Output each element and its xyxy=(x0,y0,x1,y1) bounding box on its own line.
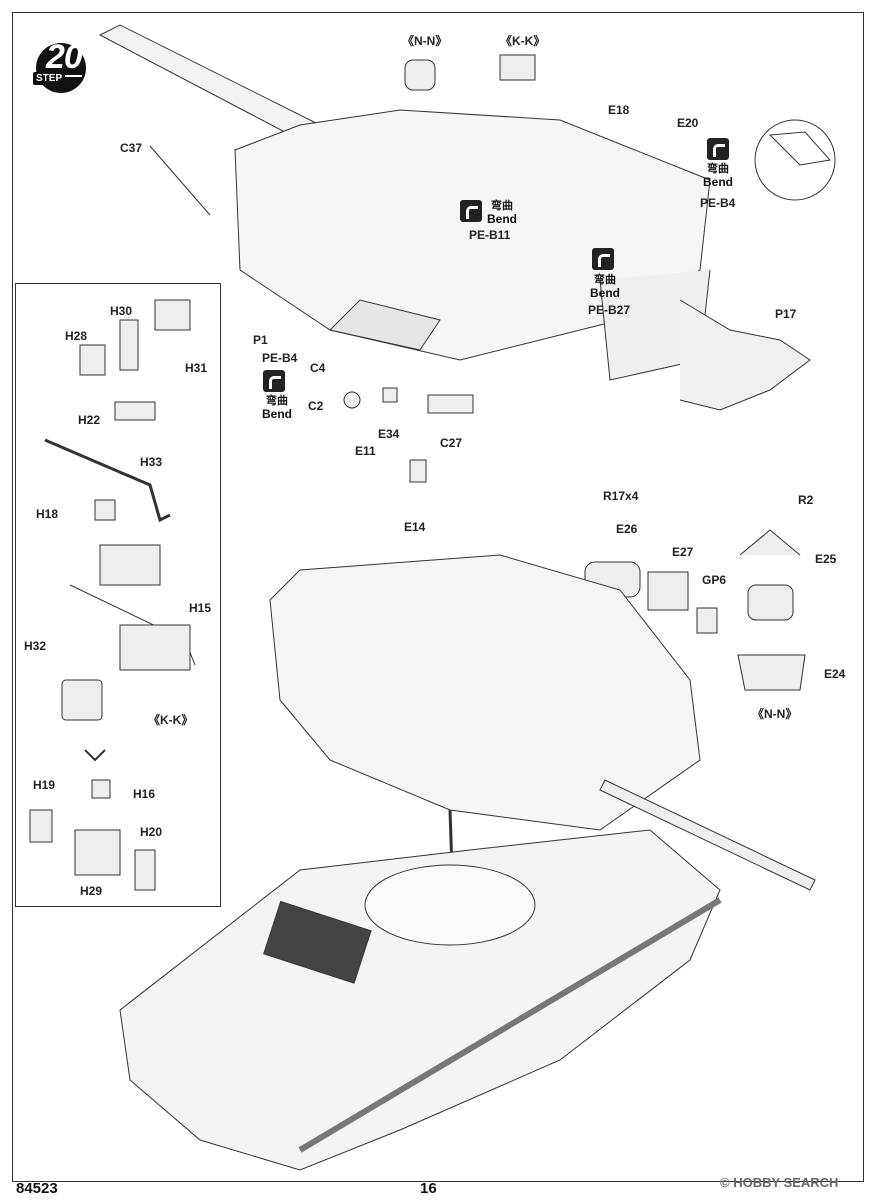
bend-cn: 弯曲 xyxy=(491,200,513,212)
step-word: STEP xyxy=(33,72,66,85)
part-label-c27: C27 xyxy=(440,436,463,450)
part-label-h20: H20 xyxy=(140,825,163,839)
part-label-e27: E27 xyxy=(672,545,694,559)
part-label-e24: E24 xyxy=(824,667,846,681)
bend-en: Bend xyxy=(703,174,733,189)
part-label-r17x4: R17x4 xyxy=(603,489,639,503)
bend-icon xyxy=(460,200,482,222)
part-label-h22: H22 xyxy=(78,413,101,427)
part-label-h28: H28 xyxy=(65,329,88,343)
part-label-pe-b4-top: PE-B4 xyxy=(700,196,736,210)
bend-icon xyxy=(263,370,285,392)
part-label-c37: C37 xyxy=(120,141,143,155)
part-label-e26: E26 xyxy=(616,522,638,536)
part-label-r2: R2 xyxy=(798,493,814,507)
bend-en: Bend xyxy=(262,406,292,421)
watermark: © HOBBY SEARCH xyxy=(720,1175,839,1190)
bend-text-3: 弯曲 Bend xyxy=(590,274,620,300)
bend-text-2: 弯曲 Bend xyxy=(487,200,517,226)
part-label-c4: C4 xyxy=(310,361,326,375)
bend-text-4: 弯曲 Bend xyxy=(262,395,292,421)
section-label-nn: 《N-N》 xyxy=(402,34,448,48)
page-number: 16 xyxy=(420,1180,437,1197)
part-label-gp6: GP6 xyxy=(702,573,727,587)
part-label-h33: H33 xyxy=(140,455,163,469)
part-label-h31: H31 xyxy=(185,361,208,375)
part-label-e11: E11 xyxy=(355,444,376,458)
kit-code: 84523 xyxy=(16,1180,58,1197)
part-label-h19: H19 xyxy=(33,778,56,792)
part-label-pe-b4-left: PE-B4 xyxy=(262,351,298,365)
bend-en: Bend xyxy=(487,211,517,226)
bend-cn: 弯曲 xyxy=(594,274,616,286)
part-label-pe-b11: PE-B11 xyxy=(469,228,511,242)
part-label-e25: E25 xyxy=(815,552,837,566)
section-label-nn-bottom: 《N-N》 xyxy=(752,707,798,721)
section-label-kk: 《K-K》 xyxy=(500,34,546,48)
part-label-e18: E18 xyxy=(608,103,630,117)
part-label-h29: H29 xyxy=(80,884,103,898)
bend-icon xyxy=(707,138,729,160)
kk-inset-panel xyxy=(15,283,221,907)
turret-assembled-view xyxy=(269,554,816,897)
bend-en: Bend xyxy=(590,285,620,300)
part-label-h15: H15 xyxy=(189,601,212,615)
part-label-p1: P1 xyxy=(253,333,268,347)
part-label-e14: E14 xyxy=(404,520,426,534)
part-label-h30: H30 xyxy=(110,304,133,318)
part-label-h16: H16 xyxy=(133,787,156,801)
part-label-p17: P17 xyxy=(775,307,797,321)
bend-cn: 弯曲 xyxy=(266,395,288,407)
part-label-h18: H18 xyxy=(36,507,59,521)
turret-exploded-view xyxy=(98,24,836,691)
hull-view xyxy=(119,829,722,1171)
bend-text-1: 弯曲 Bend xyxy=(703,163,733,189)
bend-cn: 弯曲 xyxy=(707,163,729,175)
part-label-e20: E20 xyxy=(677,116,699,130)
kk-inset-drawings xyxy=(29,299,196,891)
part-label-c2: C2 xyxy=(308,399,324,413)
section-label-kk-inset: 《K-K》 xyxy=(148,713,194,727)
part-label-h32: H32 xyxy=(24,639,47,653)
part-label-e34: E34 xyxy=(378,427,400,441)
bend-icon xyxy=(592,248,614,270)
part-label-pe-b27: PE-B27 xyxy=(588,303,631,317)
step-number: 20 xyxy=(46,38,83,76)
page-border xyxy=(12,12,864,1182)
